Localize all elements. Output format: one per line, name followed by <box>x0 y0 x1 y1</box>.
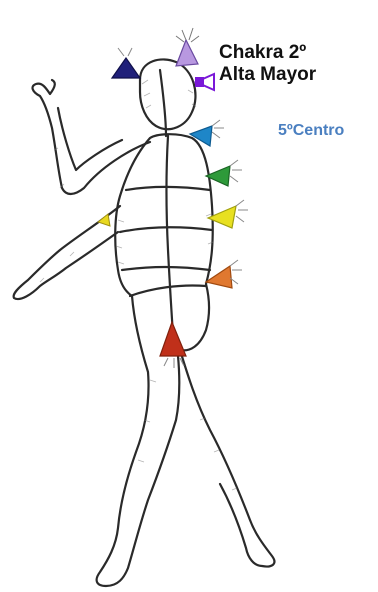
front-leg-outline <box>180 350 274 567</box>
raised-arm-outline <box>33 80 150 194</box>
hand-chakra-icon <box>98 214 110 226</box>
solar-plexus-chakra-icon <box>208 200 248 228</box>
centro-label: 5ºCentro <box>278 121 344 141</box>
torso-grid-line <box>130 285 206 296</box>
torso-grid-line <box>122 267 210 270</box>
torso-outline <box>115 134 213 350</box>
body-outline <box>14 59 275 586</box>
third-eye-chakra-icon <box>112 48 140 78</box>
head-outline <box>140 59 195 129</box>
head-crown-line <box>160 70 166 136</box>
torso-center-line <box>167 136 175 350</box>
heart-chakra-icon <box>206 160 242 186</box>
root-chakra-icon <box>160 322 186 368</box>
torso-grid-line <box>126 187 210 190</box>
crown-chakra-icon <box>176 28 199 66</box>
throat-chakra-icon <box>190 120 224 146</box>
alta-mayor-chakra-icon <box>195 74 214 90</box>
sacral-chakra-icon <box>206 260 242 288</box>
chakra-label-line1: Chakra 2º <box>219 42 306 64</box>
chakra-label-line2: Alta Mayor <box>219 64 316 86</box>
